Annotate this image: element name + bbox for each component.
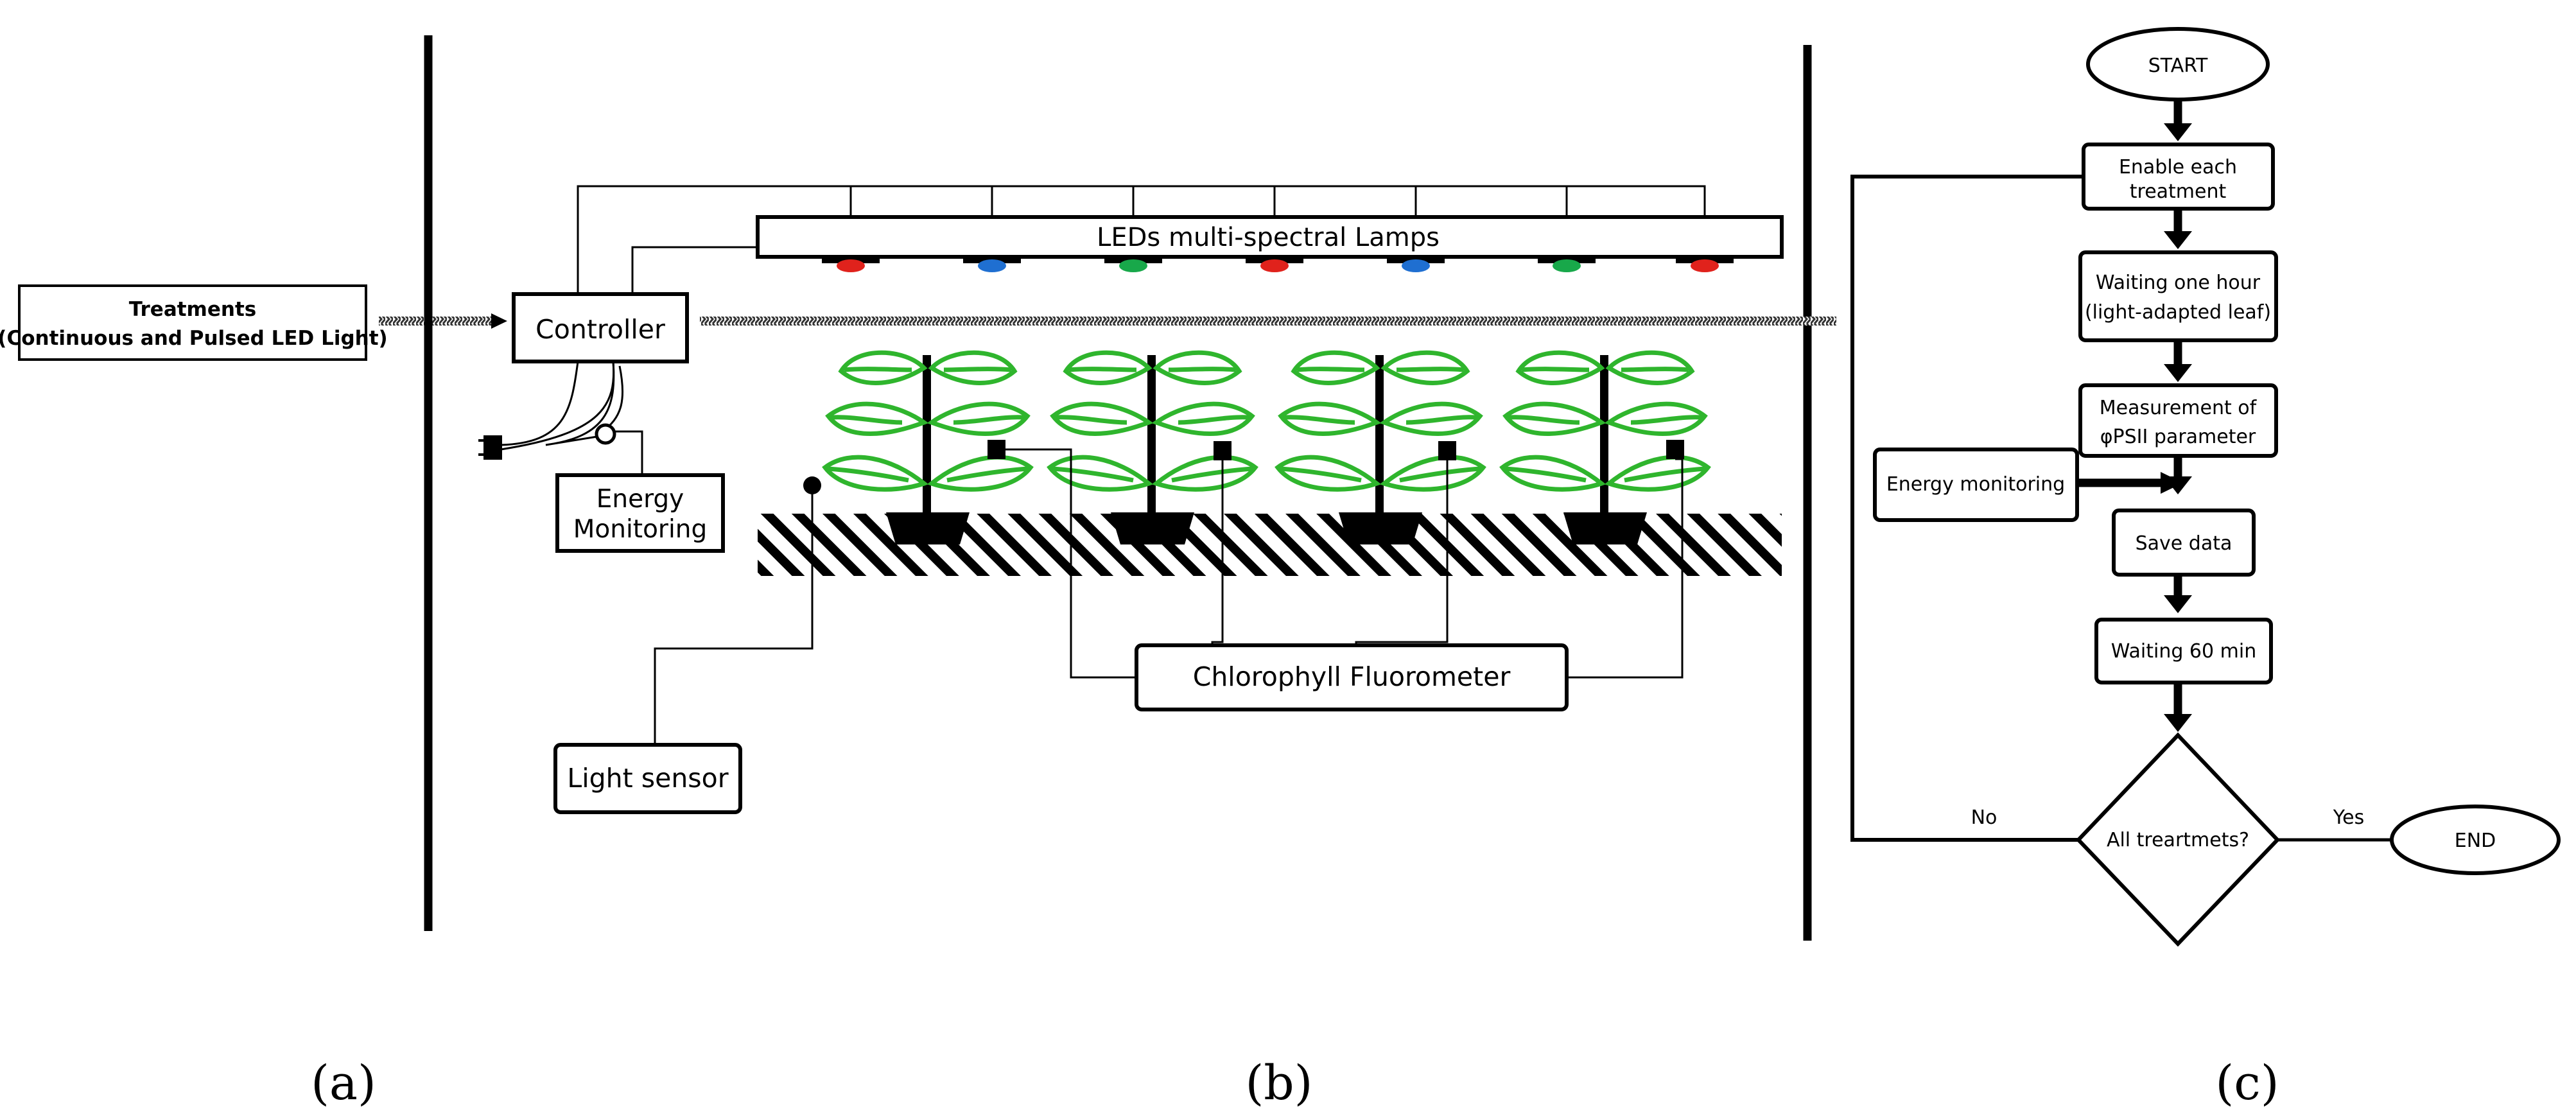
led-bulbs bbox=[822, 257, 1734, 272]
panel-c: START Enable each treatment Waiting one … bbox=[1850, 27, 2561, 1111]
measurement-line2: φPSII parameter bbox=[2100, 426, 2256, 448]
energy-monitoring-line1: Energy bbox=[596, 485, 684, 514]
plug-icon bbox=[478, 435, 502, 460]
no-loop-line bbox=[1850, 175, 2084, 842]
treatments-title: Treatments bbox=[129, 298, 256, 321]
energy-monitoring-box bbox=[555, 473, 725, 553]
enable-treatment-line2: treatment bbox=[2130, 180, 2227, 203]
panel-c-label: (c) bbox=[2215, 1056, 2279, 1111]
enable-treatment-line1: Enable each bbox=[2119, 156, 2237, 178]
leaf-clip-1 bbox=[988, 440, 1005, 459]
led-bulb bbox=[1553, 259, 1581, 272]
led-bulb bbox=[1691, 259, 1719, 272]
treatments-arrow bbox=[491, 313, 507, 329]
leaf-clip-2 bbox=[1214, 441, 1231, 460]
energy-monitoring-line2: Monitoring bbox=[573, 515, 708, 544]
controller-label: Controller bbox=[535, 314, 665, 345]
treatments-subtitle: (Continuous and Pulsed LED Light) bbox=[0, 327, 388, 350]
energy-monitoring-step bbox=[1873, 448, 2079, 522]
panel-a-label: (a) bbox=[311, 1056, 376, 1111]
waiting-hour-line1: Waiting one hour bbox=[2096, 272, 2261, 294]
energy-monitoring-step-label: Energy monitoring bbox=[1886, 473, 2065, 496]
start-label: START bbox=[2148, 55, 2208, 77]
yes-label: Yes bbox=[2333, 806, 2364, 829]
panel-a: Treatments (Continuous and Pulsed LED Li… bbox=[0, 284, 507, 1111]
measurement-box bbox=[2078, 383, 2278, 458]
leaf-clip-4 bbox=[1666, 440, 1684, 459]
led-bulb bbox=[1260, 259, 1289, 272]
led-lamp-bar bbox=[756, 215, 1784, 259]
leaf-clip-3 bbox=[1438, 441, 1456, 460]
led-bulb bbox=[1402, 259, 1430, 272]
decision-label: All treartmets? bbox=[2107, 829, 2249, 851]
led-lamp-label: LEDs multi-spectral Lamps bbox=[1097, 223, 1440, 252]
panel-b: LEDs multi-spectral Lamps Controller Ene… bbox=[478, 185, 1836, 1111]
led-bulb bbox=[1119, 259, 1147, 272]
treatments-box bbox=[18, 284, 367, 361]
fluorometer-label: Chlorophyll Fluorometer bbox=[1193, 661, 1511, 692]
waiting-hour-line2: (light-adapted leaf) bbox=[2085, 301, 2271, 324]
waiting-hour-box bbox=[2078, 250, 2278, 342]
waiting-min-label: Waiting 60 min bbox=[2111, 640, 2256, 663]
measurement-line1: Measurement of bbox=[2100, 397, 2258, 419]
light-sensor-label: Light sensor bbox=[567, 763, 728, 794]
end-label: END bbox=[2455, 830, 2496, 852]
light-sensor-probe bbox=[803, 476, 821, 494]
led-bulb bbox=[837, 259, 865, 272]
light-sensor-box bbox=[553, 743, 742, 814]
treatments-cable bbox=[379, 317, 491, 326]
end-terminal bbox=[2390, 805, 2561, 875]
no-label: No bbox=[1971, 806, 1997, 829]
waiting-min-box bbox=[2094, 618, 2273, 684]
energy-node bbox=[595, 423, 616, 445]
panel-b-label: (b) bbox=[1245, 1056, 1312, 1111]
fluorometer-box bbox=[1135, 643, 1569, 711]
save-data-label: Save data bbox=[2136, 532, 2232, 555]
controller-box bbox=[512, 292, 689, 363]
led-bulb bbox=[978, 259, 1006, 272]
controller-cable bbox=[700, 317, 1836, 326]
decision-diamond bbox=[2075, 732, 2281, 947]
save-data-box bbox=[2112, 509, 2256, 577]
